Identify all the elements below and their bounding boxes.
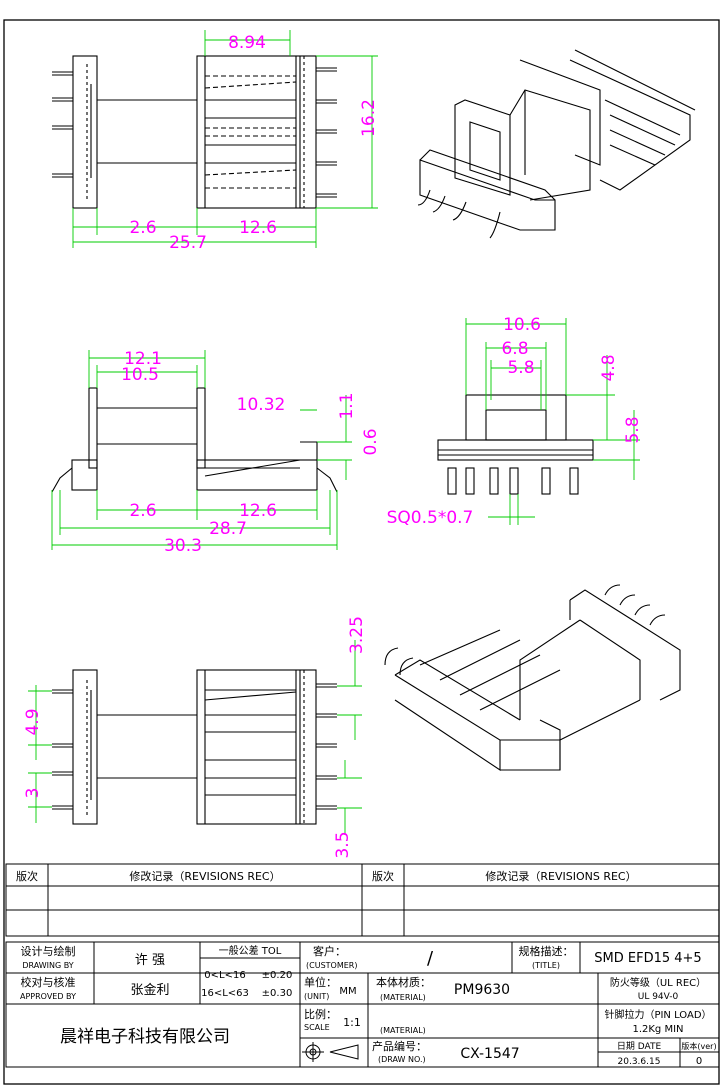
dim-pin-size: SQ0.5*0.7 [387,508,474,528]
spec-label: 规格描述： [519,944,574,958]
pin-load-value: 1.2Kg MIN [632,1024,683,1035]
dim-side-w3: 28.7 [209,519,247,539]
scale-value: 1:1 [343,1016,361,1029]
projection-symbol-icon [302,1042,359,1062]
unit-label: 单位： [304,975,337,989]
flammability-value: UL 94V-0 [638,992,679,1002]
customer-label-en: (CUSTOMER) [306,961,357,970]
material-label-en: (MATERIAL) [380,993,426,1002]
title-block-grid [5,941,720,1068]
date-label: 日期 DATE [617,1041,662,1052]
sheet-frame [3,19,720,1085]
bottom-view-dimensions [28,640,362,835]
scale-label-en: SCALE [304,1023,330,1032]
designer-label-en: DRAWING BY [22,961,73,970]
revisions-header: 版次 修改记录（REVISIONS REC） 版次 修改记录（REVISIONS… [16,869,637,883]
tol-range-2: 16<L<63 [201,988,249,999]
pin-load-label: 针脚拉力（PIN LOAD） [604,1008,711,1021]
top-view [52,55,337,209]
company-name: 晨祥电子科技有限公司 [60,1027,230,1047]
dim-bottom-pitch-b: 3 [23,788,43,799]
rev-col-version-2: 版次 [372,869,394,883]
dim-top-overall: 25.7 [169,233,207,253]
tol-value-2: ±0.30 [262,988,293,999]
approver-label: 校对与核准 [21,975,76,989]
dim-top-width: 8.94 [228,33,266,53]
dim-side-body: 12.6 [239,501,277,521]
dim-side-h1: 1.1 [337,392,357,419]
spec-value: SMD EFD15 4+5 [594,951,701,966]
dim-side-overhang: 10.32 [237,395,286,415]
drawing-no-label: 产品编号： [372,1039,427,1053]
dim-bottom-pitch-c: 3.5 [333,831,353,858]
customer-label: 客户： [313,944,346,958]
dim-end-w3: 5.8 [507,358,534,378]
dim-side-h2: 0.6 [361,428,381,455]
dim-bottom-pitch-a: 4.9 [23,708,43,735]
unit-value: MM [339,986,356,997]
scale-label: 比例： [304,1007,337,1021]
side-view [51,387,338,493]
date-value: 20.3.6.15 [618,1057,661,1067]
dim-top-height: 16.2 [359,99,379,137]
drawing-no-label-en: (DRAW NO.) [378,1055,426,1064]
drawing-no-value: CX-1547 [460,1046,519,1062]
material-label: 本体材质： [376,975,431,989]
dim-end-h1: 4.8 [599,354,619,381]
designer-name: 许 强 [135,953,165,968]
rev-col-version-1: 版次 [16,869,38,883]
version-label: 版本(ver) [681,1041,716,1051]
dim-end-w1: 10.6 [503,315,541,335]
material2-label-en: (MATERIAL) [380,1026,426,1035]
title-block-text: 设计与绘制 DRAWING BY 许 强 校对与核准 APPROVED BY 张… [20,944,717,1067]
isometric-view-top [417,49,696,239]
dim-top-body: 12.6 [239,218,277,238]
dim-end-w2: 6.8 [501,339,528,359]
version-value: 0 [696,1056,702,1067]
dimension-labels: 8.94 16.2 2.6 12.6 25.7 12.1 10.5 10.32 … [23,33,643,859]
flammability-label: 防火等级（UL REC） [610,976,706,989]
tol-range-1: 0<L<16 [204,970,245,981]
tol-value-1: ±0.20 [262,970,293,981]
bottom-view [52,669,337,825]
end-view-dimensions [465,318,640,525]
rev-col-record-1: 修改记录（REVISIONS REC） [129,869,280,883]
designer-label: 设计与绘制 [21,944,76,958]
approver-name: 张金利 [130,982,169,998]
dim-bottom-pitch-top: 3.25 [347,616,367,654]
dim-side-overall: 30.3 [164,536,202,556]
dim-side-w1: 12.1 [124,349,162,369]
dim-end-h2: 5.8 [623,416,643,443]
side-view-dimensions [51,350,352,550]
spec-label-en: (TITLE) [532,961,560,970]
dim-top-offset: 2.6 [129,218,156,238]
tol-header: 一般公差 TOL [219,944,282,957]
isometric-view-bottom [384,584,681,772]
customer-value: / [427,948,434,969]
unit-label-en: (UNIT) [304,992,329,1001]
material-value: PM9630 [454,982,510,998]
approver-label-en: APPROVED BY [20,992,76,1001]
rev-col-record-2: 修改记录（REVISIONS REC） [485,869,636,883]
dim-side-offset: 2.6 [129,501,156,521]
top-view-dimensions [72,30,378,248]
revisions-table [5,863,720,937]
dim-side-w2: 10.5 [121,365,159,385]
end-view [437,394,594,495]
